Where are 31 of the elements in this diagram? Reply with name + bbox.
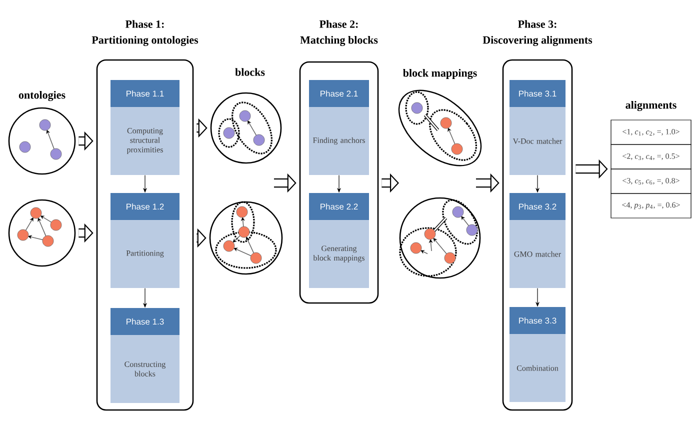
step-header: Phase 1.2 — [110, 193, 180, 220]
ontology-circle — [8, 107, 76, 175]
step-header: Phase 3.3 — [510, 307, 566, 334]
phase-heading: Matching blocks — [300, 36, 378, 46]
block-circle — [210, 92, 282, 164]
table-cell: <3, c$_{5}$, c$_{6}$, =, 0.8> — [610, 168, 692, 194]
step-text: V-Doc matcher — [512, 138, 562, 144]
phase-heading: Partitioning ontologies — [92, 36, 198, 46]
step-header: Phase 3.2 — [510, 193, 566, 220]
phase-heading: Phase 2: — [320, 20, 358, 28]
phase-heading: Phase 3: — [518, 20, 556, 28]
step-header: Phase 2.2 — [309, 193, 369, 220]
table-cell: <4, p$_{3}$, p$_{4}$, =, 0.6> — [610, 193, 692, 218]
block-circle — [209, 201, 283, 275]
phase-heading: Discovering alignments — [482, 36, 592, 46]
step-text: Computing structural proximities — [126, 128, 163, 154]
step-text: Constructing blocks — [124, 362, 166, 376]
table-cell: <2, c$_{3}$, c$_{4}$, =, 0.5> — [610, 144, 692, 170]
step-header: Phase 1.3 — [110, 308, 180, 335]
step-text: GMO matcher — [514, 251, 561, 257]
step-header: Phase 1.1 — [110, 80, 180, 107]
step-header: Phase 2.1 — [309, 80, 369, 107]
step-text: Partitioning — [126, 250, 164, 258]
step-text: Combination — [516, 365, 558, 371]
step-text: Generating block mappings — [313, 246, 364, 262]
phase-heading: Phase 1: — [125, 20, 164, 28]
table-cell: <1, c$_{1}$, c$_{2}$, =, 1.0> — [610, 120, 692, 145]
ontology-circle — [8, 199, 76, 267]
step-header: Phase 3.1 — [510, 80, 566, 107]
table-heading: alignments — [626, 100, 676, 112]
step-text: Finding anchors — [313, 137, 365, 145]
